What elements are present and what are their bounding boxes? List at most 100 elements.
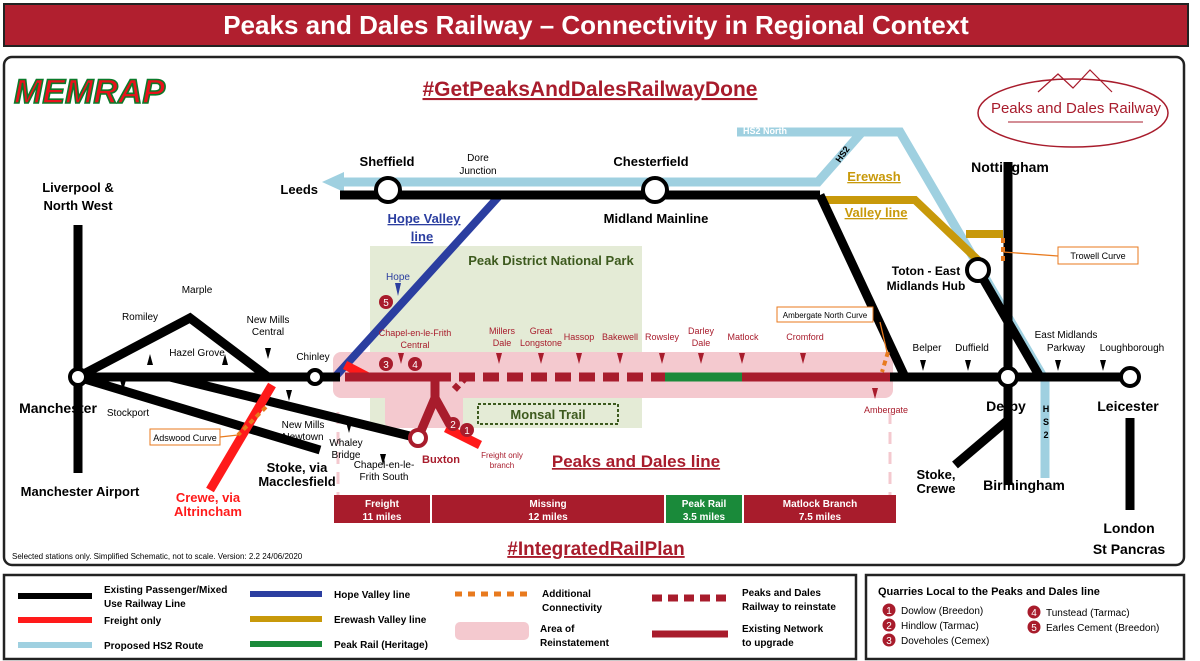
loughborough-label: Loughborough: [1100, 343, 1165, 354]
leicester-label: Leicester: [1097, 398, 1159, 414]
quarries-list: Quarries Local to the Peaks and Dales li…: [878, 586, 1159, 647]
legend-reinstatement-2: Reinstatement: [540, 638, 610, 649]
legend-connectivity-2: Connectivity: [542, 603, 602, 614]
derby-label: Derby: [986, 398, 1026, 414]
legend-upgrade-1: Existing Network: [742, 624, 824, 635]
crewe-label-1: Crewe, via: [176, 490, 241, 505]
sheffield-station: [374, 176, 402, 204]
legend-reinstatement-1: Area of: [540, 624, 575, 635]
segment-freight-length: 11 miles: [363, 512, 402, 523]
quarry-3-name: Doveholes (Cemex): [901, 636, 989, 647]
segment-freight-name: Freight: [365, 499, 400, 510]
memrap-logo: MEMRAP: [14, 73, 165, 111]
quarry-4-name: Tunstead (Tarmac): [1046, 608, 1130, 619]
quarry-markers: 5 3 4 2 1: [379, 295, 474, 437]
segment-matlock-length: 7.5 miles: [799, 512, 842, 523]
buxton-label: Buxton: [422, 454, 460, 466]
hassop-label: Hassop: [564, 332, 595, 342]
svg-text:3: 3: [383, 360, 389, 371]
millers-dale-label-1: Millers: [489, 326, 515, 336]
legend-erewash: Erewash Valley line: [334, 615, 427, 626]
sheffield-label: Sheffield: [360, 154, 415, 169]
millers-dale-label-2: Dale: [493, 338, 512, 348]
stoke-macc-label-1: Stoke, via: [267, 460, 328, 475]
segment-missing-length: 12 miles: [528, 512, 568, 523]
hs2-vert-label-1: H: [1043, 404, 1050, 414]
manchester-station: [68, 367, 88, 387]
hs2-vert-label-2: S: [1043, 417, 1049, 427]
manchester-label: Manchester: [19, 400, 97, 416]
leeds-label: Leeds: [280, 182, 318, 197]
segment-bars: [334, 495, 896, 523]
quarry-5-name: Earles Cement (Breedon): [1046, 623, 1159, 634]
quarry-2-name: Hindlow (Tarmac): [901, 621, 979, 632]
quarries-frame: [864, 573, 1186, 661]
great-longstone-label-1: Great: [530, 326, 553, 336]
erewash-label: Erewash: [847, 169, 901, 184]
cromford-label: Cromford: [786, 332, 824, 342]
map-frame: [2, 55, 1186, 567]
legend-freight: Freight only: [104, 616, 162, 627]
freight-branch-label-1: Freight only: [481, 451, 523, 460]
nottingham-label: Nottingham: [971, 159, 1049, 175]
legend-connectivity-1: Additional: [542, 589, 591, 600]
svg-text:5: 5: [383, 298, 389, 309]
london-label-1: London: [1103, 520, 1154, 536]
svg-text:2: 2: [886, 621, 892, 632]
buxton-station: [408, 428, 428, 448]
pdr-station-ticks: [398, 353, 878, 399]
svg-text:1: 1: [464, 426, 470, 437]
legend-hs2: Proposed HS2 Route: [104, 641, 204, 652]
darley-dale-label-1: Darley: [688, 326, 715, 336]
hs2-vert-label-3: 2: [1043, 430, 1048, 440]
major-stations: [68, 176, 1141, 448]
segment-matlock-name: Matlock Branch: [783, 499, 857, 510]
rowsley-label: Rowsley: [645, 332, 680, 342]
legend-upgrade-2: to upgrade: [742, 638, 794, 649]
whaley-label-1: Whaley: [329, 438, 362, 449]
chesterfield-label: Chesterfield: [613, 154, 688, 169]
ambergate-north-box: [776, 306, 874, 323]
dore-label-2: Junction: [459, 166, 496, 177]
erewash-line: [820, 196, 983, 265]
legend-existing-1: Existing Passenger/Mixed: [104, 585, 227, 596]
ambergate-north-curve: [880, 351, 890, 373]
liverpool-label-1: Liverpool &: [42, 180, 114, 195]
ambergate-north-label: Ambergate North Curve: [783, 311, 868, 320]
romiley-label: Romiley: [122, 312, 158, 323]
stoke-crewe-label-1: Stoke,: [916, 467, 955, 482]
chinley-label: Chinley: [296, 352, 329, 363]
adswood-curve: [236, 405, 268, 437]
hazel-grove-label: Hazel Grove: [169, 348, 225, 359]
segment-peak-rail-name: Peak Rail: [682, 499, 727, 510]
matlock-label: Matlock: [727, 332, 759, 342]
ambergate-label: Ambergate: [864, 405, 908, 415]
legend-reinstate-1: Peaks and Dales: [742, 588, 821, 599]
adswood-box: [149, 428, 221, 446]
legend-frame: [2, 573, 858, 661]
pdr-logo-text: Peaks and Dales Railway: [991, 100, 1162, 117]
new-mills-central-label-2: Central: [252, 327, 284, 338]
hs2-north-label: HS2 North: [743, 126, 787, 136]
svg-text:2: 2: [450, 420, 456, 431]
mountain-icon: [1037, 69, 1113, 93]
pd-line-label: Peaks and Dales line: [552, 452, 720, 471]
svg-text:3: 3: [886, 636, 892, 647]
derby-station: [997, 366, 1019, 388]
banner-title: Peaks and Dales Railway – Connectivity i…: [3, 3, 1189, 47]
cef-central-label-1: Chapel-en-le-Frith: [379, 328, 452, 338]
trowell-label: Trowell Curve: [1070, 251, 1125, 261]
monsal-trail-box: [477, 403, 619, 425]
darley-dale-label-2: Dale: [692, 338, 711, 348]
new-mills-central-label-1: New Mills: [247, 315, 290, 326]
toton-station: [965, 257, 991, 283]
station-ticks: [120, 283, 1106, 465]
stoke-crewe-label-2: Crewe: [916, 481, 955, 496]
svg-text:4: 4: [412, 360, 418, 371]
stoke-macc-label-2: Macclesfield: [258, 474, 335, 489]
hope-valley-label-1: Hope Valley: [388, 211, 462, 226]
quarries-title: Quarries Local to the Peaks and Dales li…: [878, 586, 1100, 598]
great-longstone-label-2: Longstone: [520, 338, 562, 348]
toton-label-1: Toton - East: [892, 264, 960, 278]
